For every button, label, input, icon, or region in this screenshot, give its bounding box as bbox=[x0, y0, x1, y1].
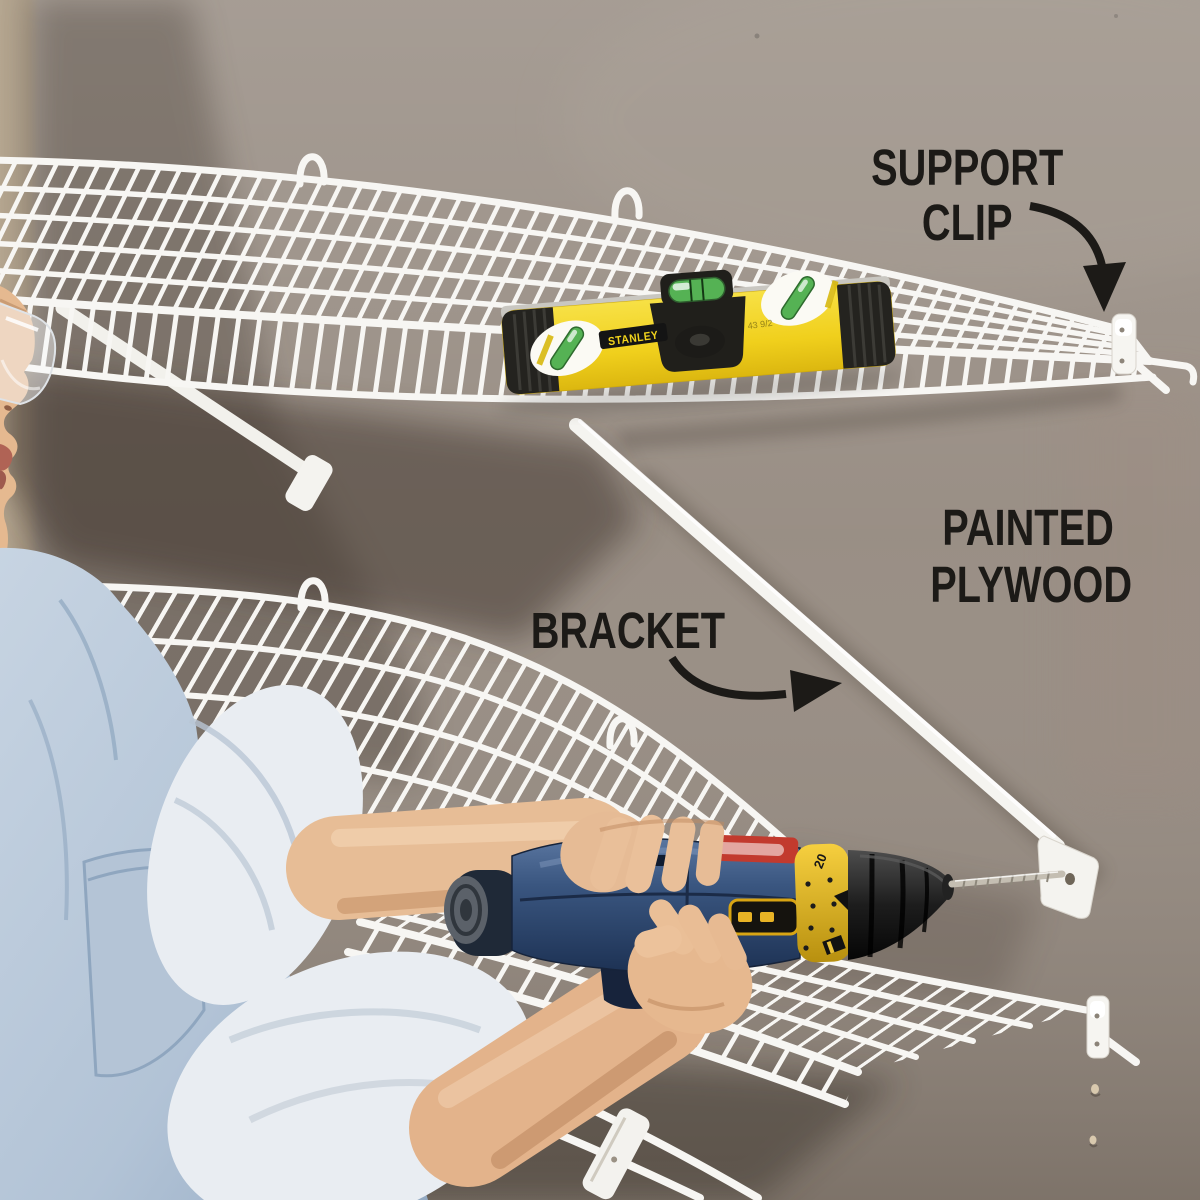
wall-pilot-holes bbox=[1089, 1084, 1101, 1148]
shelf-back-hook bbox=[611, 187, 643, 222]
collar-torque-number: 20 bbox=[811, 852, 830, 871]
safety-glasses bbox=[0, 302, 57, 406]
drill-chuck bbox=[848, 850, 954, 960]
level-oval-left bbox=[530, 320, 604, 377]
shelf-bracket-right bbox=[569, 418, 1065, 853]
drill-brand-label bbox=[703, 834, 799, 864]
level-model-marking: 43 9/2 bbox=[747, 318, 773, 331]
support-clip-top bbox=[1111, 313, 1170, 394]
shelf-back-hook bbox=[296, 153, 328, 188]
wall-highlight bbox=[560, 0, 1200, 290]
installer bbox=[0, 286, 711, 1200]
level-end-cap-right bbox=[836, 281, 896, 369]
bottom-shelf-bracket-plate bbox=[582, 1108, 650, 1200]
shelf-back-hook bbox=[297, 577, 329, 612]
lips bbox=[0, 444, 13, 471]
bracket-foot-left bbox=[285, 455, 333, 511]
support-clip-arrow bbox=[1029, 202, 1126, 312]
nostril bbox=[4, 405, 12, 411]
level-oval-right bbox=[761, 270, 839, 326]
thumb bbox=[634, 925, 682, 958]
installer-face bbox=[0, 286, 57, 566]
label-painted-plywood-line2: PLYWOOD bbox=[930, 556, 1132, 613]
annotation-layer: SUPPORT CLIP PAINTED PLYWOOD BRACKET bbox=[531, 139, 1132, 712]
label-bracket: BRACKET bbox=[531, 602, 725, 659]
torpedo-level: STANLEY 43 9/2 bbox=[497, 269, 907, 413]
bracket-arrow bbox=[668, 655, 842, 712]
forearm-lower bbox=[409, 949, 711, 1187]
level-center-vial-housing bbox=[649, 269, 746, 372]
support-clip-bottom bbox=[1086, 995, 1140, 1066]
hand-top bbox=[560, 811, 725, 894]
drill-clutch-collar: 20 bbox=[794, 843, 852, 963]
front-wire-end bbox=[1146, 357, 1198, 386]
label-support-clip-line2: CLIP bbox=[922, 194, 1013, 251]
rolled-sleeve-upper bbox=[147, 685, 363, 1005]
drill-gauge-window bbox=[728, 898, 800, 936]
label-support-clip-line1: SUPPORT bbox=[871, 139, 1063, 196]
top-shelf-shadow bbox=[0, 365, 640, 640]
shelf-back-hook bbox=[606, 715, 638, 750]
hand-bottom bbox=[627, 899, 753, 1034]
screw bbox=[948, 870, 1066, 890]
label-painted-plywood-line1: PAINTED bbox=[942, 499, 1114, 556]
